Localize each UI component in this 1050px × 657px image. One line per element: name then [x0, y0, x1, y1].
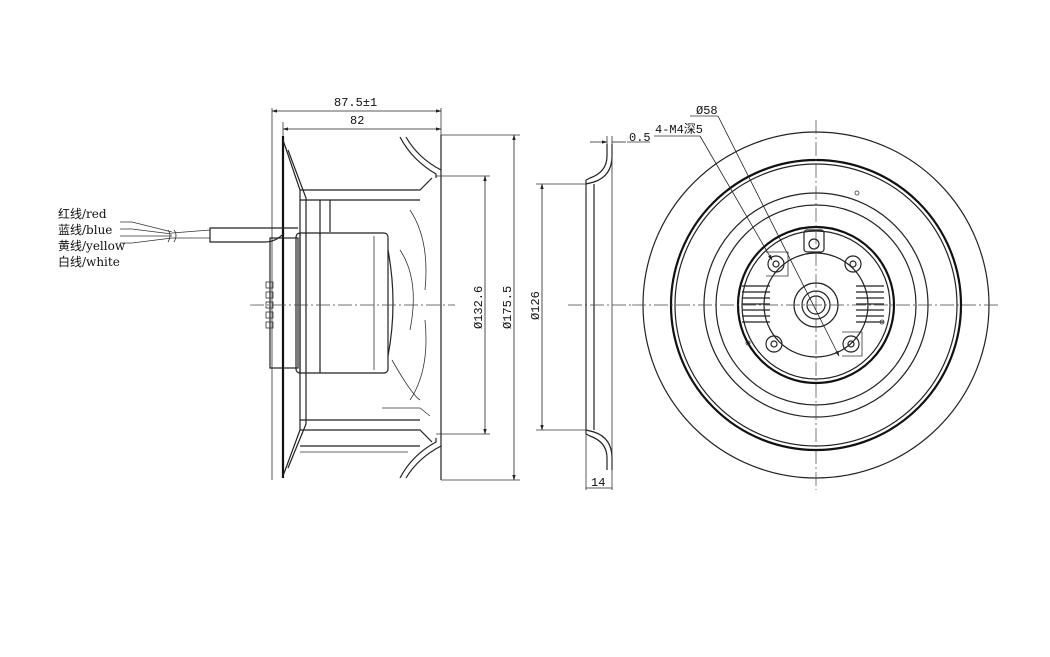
side-view: 87.5±1 82 — [120, 96, 520, 481]
vent-slots-left — [742, 285, 770, 323]
dim-ring-depth: 14 — [591, 476, 605, 490]
dim-ring-bore: Ø126 — [529, 291, 543, 320]
wire-labels: 红线/red 蓝线/blue 黄线/yellow 白线/white — [58, 206, 126, 269]
dim-bolt-circle: Ø58 — [696, 104, 718, 118]
dim-mounting-holes: 4-M4深5 — [655, 122, 703, 137]
dim-inner-diameter: Ø132.6 — [472, 286, 486, 329]
wire-label-red: 红线/red — [58, 206, 107, 221]
front-view: Ø58 4-M4深5 — [632, 104, 1000, 490]
dim-outer-diameter: Ø175.5 — [501, 286, 515, 329]
dim-wheel-width: 82 — [350, 114, 364, 128]
wire-label-blue: 蓝线/blue — [58, 223, 112, 237]
mounting-holes — [765, 251, 863, 357]
vent-slots-right — [856, 285, 884, 323]
wire-label-yellow: 黄线/yellow — [58, 239, 126, 253]
dim-overall-width: 87.5±1 — [334, 96, 377, 110]
inlet-ring-view: 0.5 Ø126 14 — [529, 131, 651, 490]
dim-ring-thickness: 0.5 — [629, 131, 651, 145]
wire-label-white: 白线/white — [58, 254, 120, 269]
